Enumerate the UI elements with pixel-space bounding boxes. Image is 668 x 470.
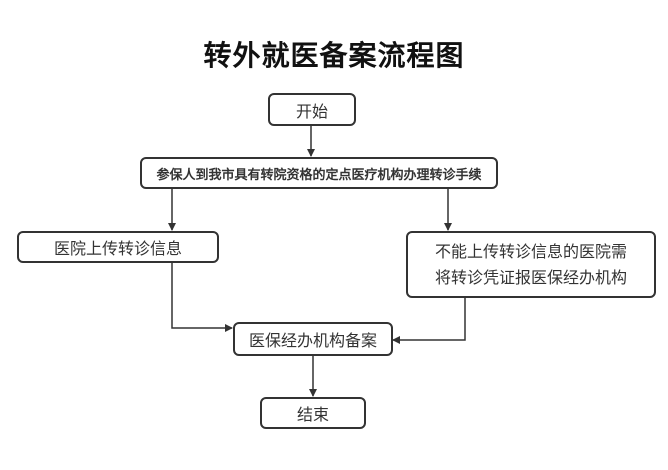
- end-label: 结束: [296, 405, 329, 424]
- procedure-label: 参保人到我市具有转院资格的定点医疗机构办理转诊手续: [156, 167, 482, 183]
- diagram-title: 转外就医备案流程图: [203, 39, 465, 72]
- start-label: 开始: [295, 101, 328, 121]
- end-node: 结束: [260, 397, 366, 429]
- no-upload-node: 不能上传转诊信息的医院需 将转诊凭证报医保经办机构: [406, 231, 656, 298]
- upload-node: 医院上传转诊信息: [17, 231, 219, 263]
- filing-node: 医保经办机构备案: [233, 322, 393, 356]
- procedure-node: 参保人到我市具有转院资格的定点医疗机构办理转诊手续: [140, 157, 498, 189]
- arrow-no-upload-to-filing: [392, 297, 466, 344]
- start-node: 开始: [268, 93, 356, 126]
- arrow-upload-to-filing: [171, 262, 233, 332]
- no-upload-label-line1: 不能上传转诊信息的医院需: [434, 241, 627, 261]
- no-upload-label-line2: 将转诊凭证报医保经办机构: [434, 267, 627, 287]
- upload-label: 医院上传转诊信息: [53, 239, 182, 258]
- filing-label: 医保经办机构备案: [248, 331, 377, 350]
